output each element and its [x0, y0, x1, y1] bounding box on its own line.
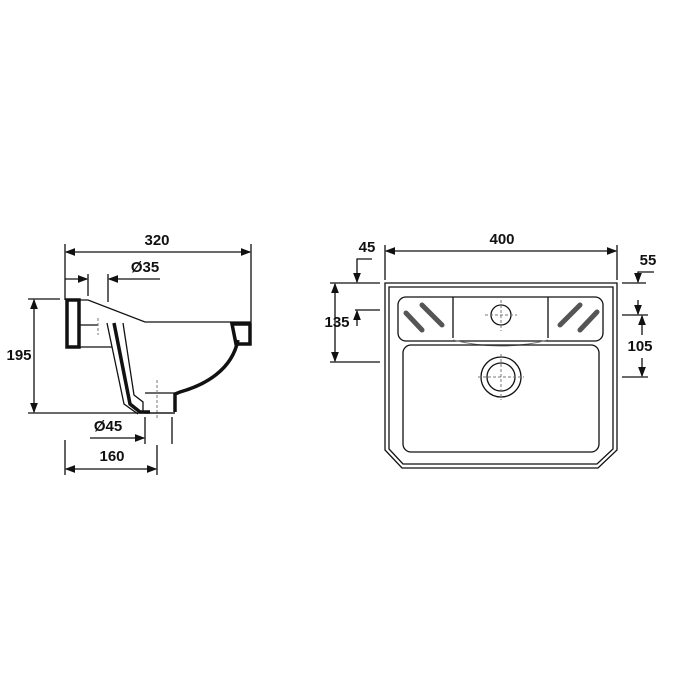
dim-waste-45: Ø45	[94, 418, 122, 435]
top-view: 400 45 135 55 105	[324, 231, 657, 469]
dim-width-400: 400	[489, 231, 514, 248]
top-dimensions: 400 45 135 55 105	[324, 231, 657, 378]
soap-grooves	[403, 302, 600, 333]
dim-55: 55	[640, 252, 657, 269]
dim-depth-135: 135	[324, 314, 349, 331]
dim-height-195: 195	[6, 347, 31, 364]
side-basin-profile	[65, 298, 252, 420]
basin-bowl	[402, 344, 600, 453]
dim-105: 105	[627, 338, 652, 355]
dim-offset-160: 160	[99, 448, 124, 465]
dim-tap-hole-35: Ø35	[131, 259, 159, 276]
dim-45: 45	[359, 239, 376, 256]
side-view: 320 Ø35 195 Ø45 160	[6, 232, 252, 475]
dim-width-320: 320	[144, 232, 169, 249]
side-dimensions: 320 Ø35 195 Ø45 160	[6, 232, 252, 475]
outer-outline	[384, 282, 618, 469]
